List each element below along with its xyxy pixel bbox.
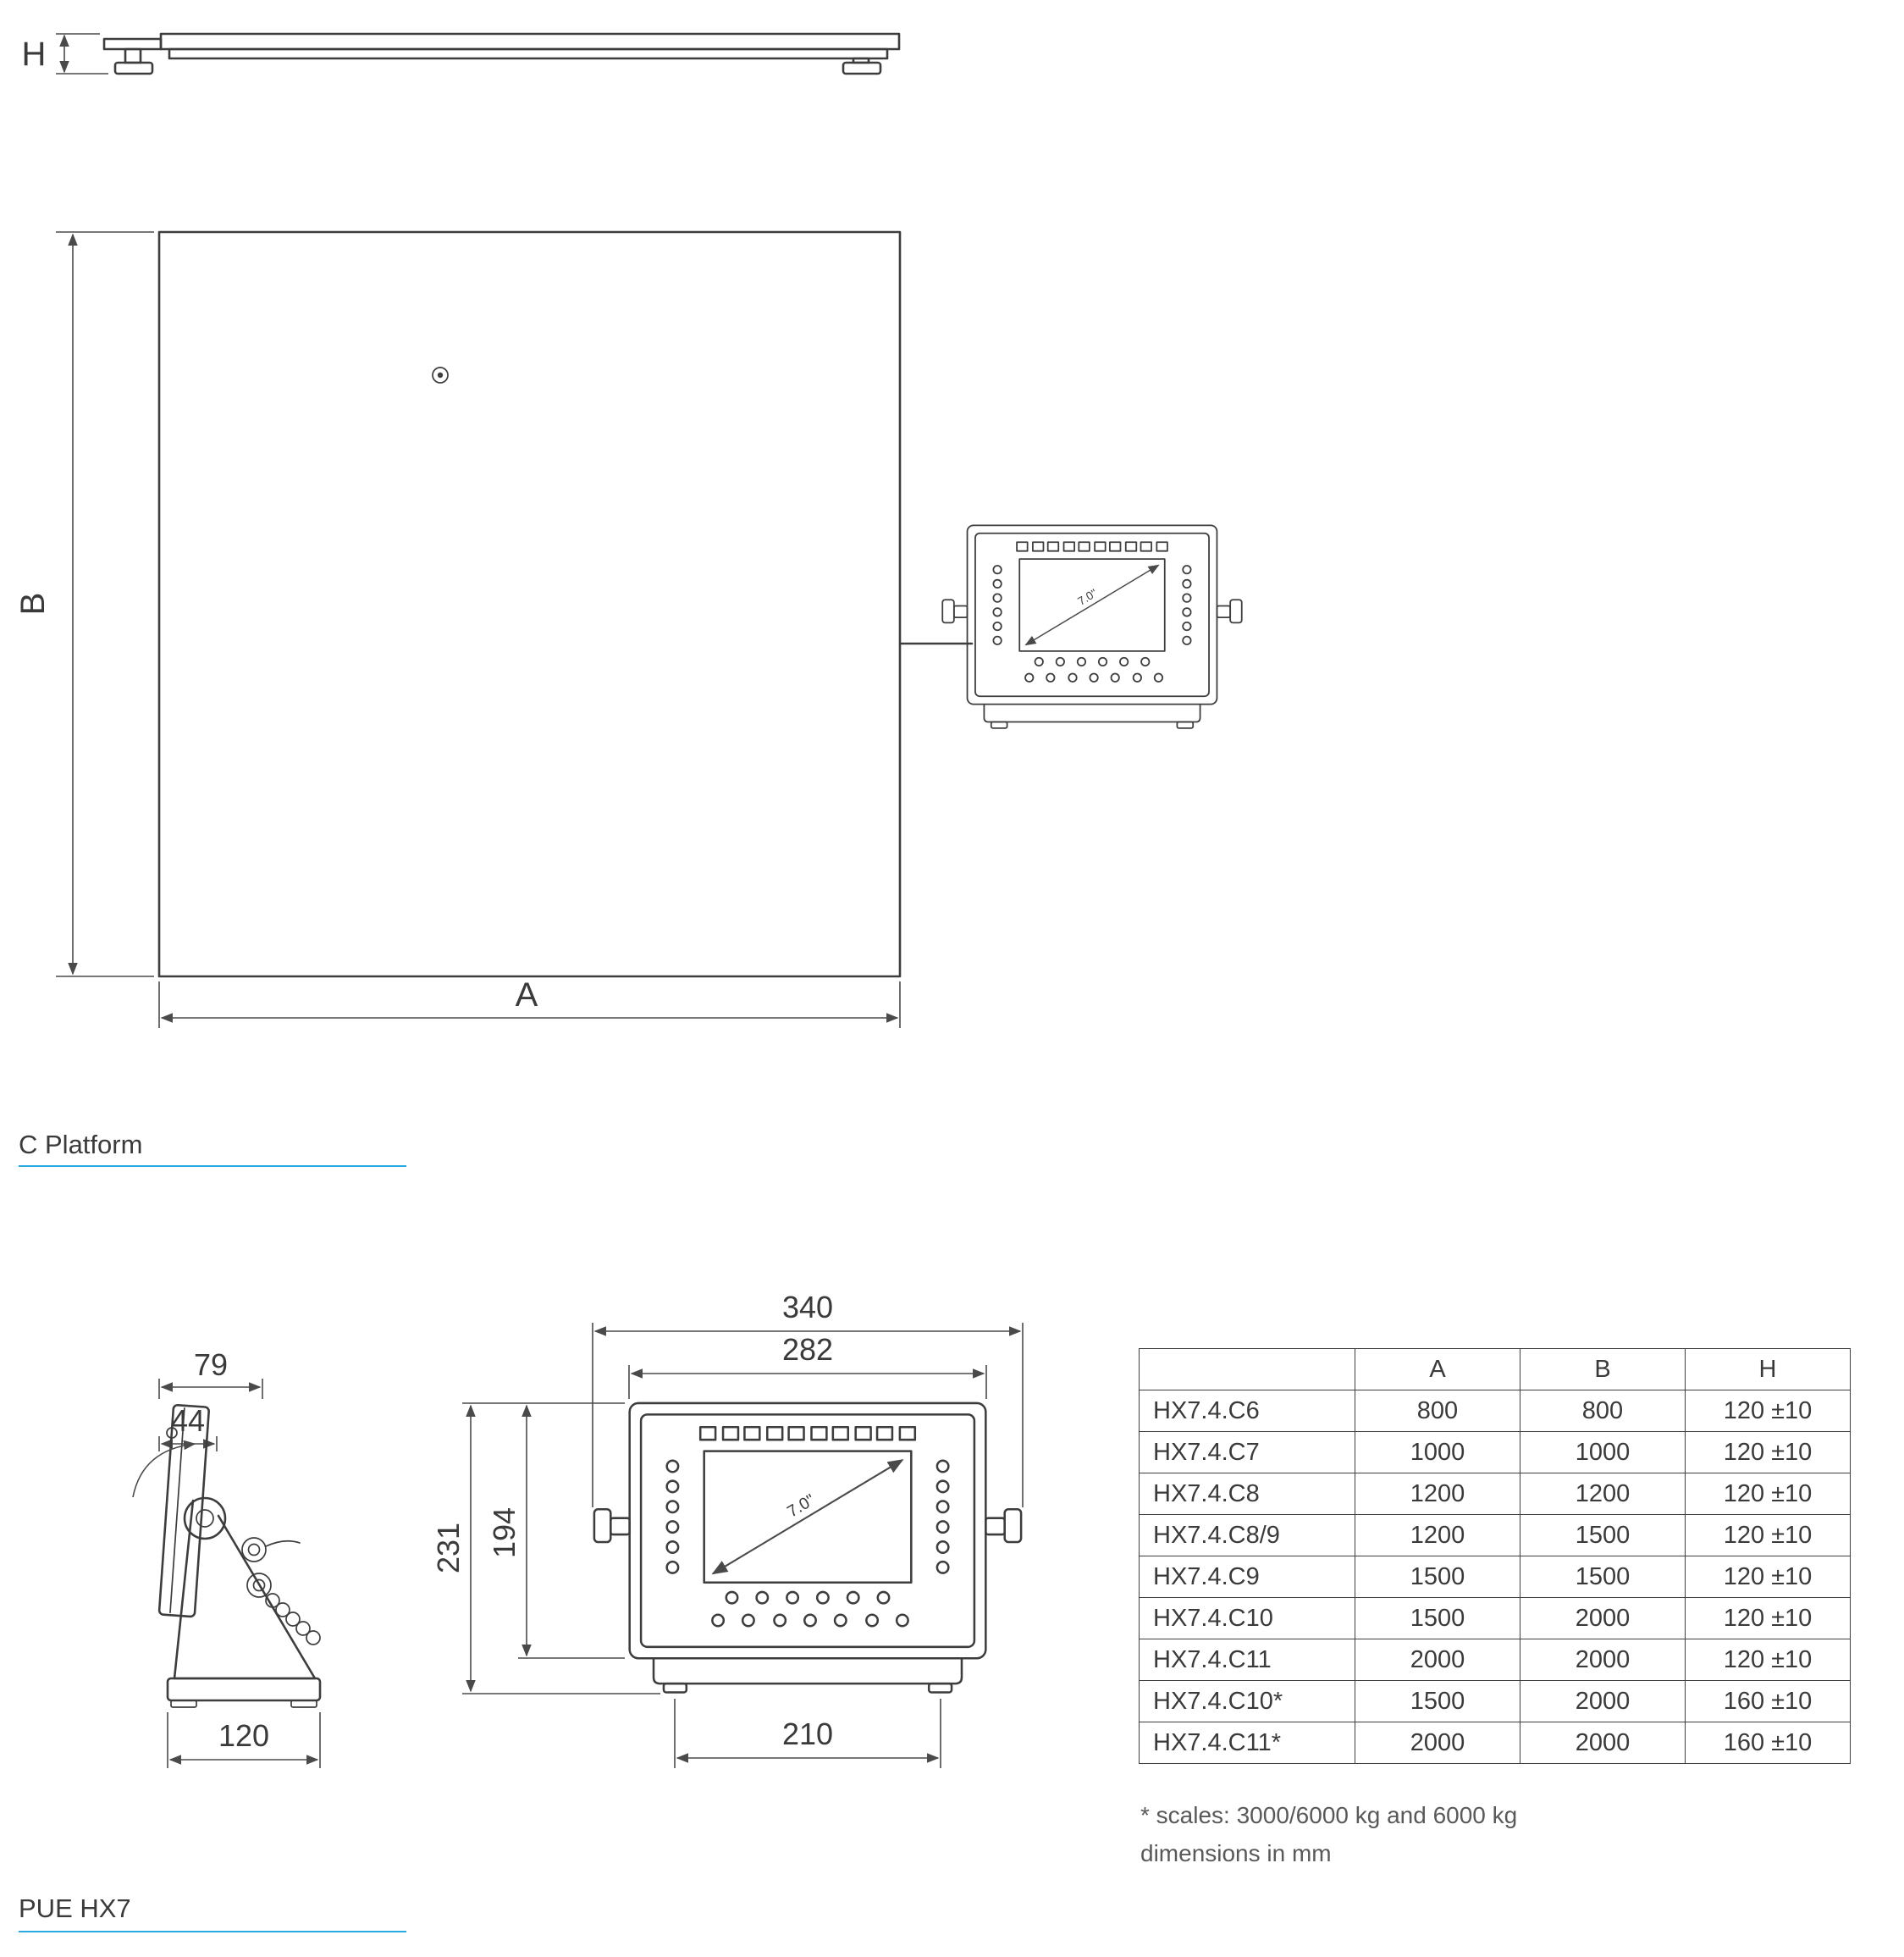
indicator-front-view: 340 282 231 194 (431, 1290, 1024, 1768)
table-row: HX7.4.C7 1000 1000 120 ±10 (1139, 1431, 1851, 1473)
cell-a: 2000 (1355, 1722, 1520, 1764)
table-header-b: B (1520, 1348, 1686, 1390)
dimension-231: 231 (431, 1402, 660, 1694)
cell-model: HX7.4.C8/9 (1139, 1514, 1355, 1556)
dimension-194: 194 (487, 1404, 625, 1659)
dimensions-table: A B H HX7.4.C6 800 800 120 ±10 HX7.4.C7 … (1139, 1348, 1851, 1764)
section-label-c-platform: C Platform (19, 1130, 143, 1159)
indicator-side-view: 79 44 (132, 1347, 322, 1768)
table-row: HX7.4.C11 2000 2000 120 ±10 (1139, 1639, 1851, 1681)
display-head-profile (157, 1403, 210, 1618)
connector-icons (241, 1537, 301, 1598)
cell-b: 2000 (1520, 1597, 1686, 1639)
table-row: HX7.4.C9 1500 1500 120 ±10 (1139, 1556, 1851, 1598)
cell-b: 2000 (1520, 1639, 1686, 1681)
table-row: HX7.4.C10* 1500 2000 160 ±10 (1139, 1680, 1851, 1722)
stand-foot-right (290, 1700, 317, 1708)
cell-b: 1500 (1520, 1556, 1686, 1598)
cell-h: 120 ±10 (1685, 1639, 1851, 1681)
cell-model: HX7.4.C8 (1139, 1473, 1355, 1515)
dim-label-H: H (22, 36, 47, 73)
dimension-210: 210 (674, 1699, 941, 1768)
dim-label-44: 44 (171, 1403, 205, 1438)
dim-label-210: 210 (782, 1717, 833, 1751)
cell-b: 1500 (1520, 1514, 1686, 1556)
table-header-model (1139, 1348, 1355, 1390)
cell-a: 1500 (1355, 1597, 1520, 1639)
dimensions-table-wrap: A B H HX7.4.C6 800 800 120 ±10 HX7.4.C7 … (1139, 1348, 1851, 1764)
dimension-120: 120 (167, 1712, 321, 1768)
cell-model: HX7.4.C9 (1139, 1556, 1355, 1598)
section-underline-pue-hx7 (19, 1931, 406, 1932)
indicator-front-face (594, 1403, 1021, 1693)
cell-h: 120 ±10 (1685, 1473, 1851, 1515)
cell-h: 120 ±10 (1685, 1431, 1851, 1473)
cell-b: 2000 (1520, 1680, 1686, 1722)
dim-label-231: 231 (431, 1523, 466, 1573)
table-header-h: H (1685, 1348, 1851, 1390)
dim-label-194: 194 (487, 1507, 522, 1558)
head-screw-icon (166, 1427, 178, 1439)
dimension-H: H (22, 33, 108, 75)
cell-h: 120 ±10 (1685, 1390, 1851, 1432)
footnote-units: dimensions in mm (1140, 1839, 1332, 1866)
cell-model: HX7.4.C11 (1139, 1639, 1355, 1681)
stand-base (166, 1677, 322, 1702)
cell-model: HX7.4.C11* (1139, 1722, 1355, 1764)
cell-b: 800 (1520, 1390, 1686, 1432)
dim-label-B: B (14, 593, 52, 616)
cell-a: 1000 (1355, 1431, 1520, 1473)
cell-a: 1200 (1355, 1473, 1520, 1515)
dim-label-340: 340 (782, 1290, 833, 1324)
table-row: HX7.4.C8/9 1200 1500 120 ±10 (1139, 1514, 1851, 1556)
cell-h: 120 ±10 (1685, 1514, 1851, 1556)
table-row: HX7.4.C8 1200 1200 120 ±10 (1139, 1473, 1851, 1515)
platform-deck (157, 230, 902, 978)
table-row: HX7.4.C6 800 800 120 ±10 (1139, 1390, 1851, 1432)
footnotes: * scales: 3000/6000 kg and 6000 kg dimen… (1140, 1797, 1517, 1873)
cell-a: 1200 (1355, 1514, 1520, 1556)
cell-b: 2000 (1520, 1722, 1686, 1764)
cell-a: 1500 (1355, 1556, 1520, 1598)
cell-h: 160 ±10 (1685, 1680, 1851, 1722)
platform-top-view: B A (14, 230, 1242, 1028)
stand-foot-left (170, 1700, 197, 1708)
cell-b: 1200 (1520, 1473, 1686, 1515)
cell-model: HX7.4.C6 (1139, 1390, 1355, 1432)
level-indicator-icon (432, 367, 449, 384)
cell-a: 1500 (1355, 1680, 1520, 1722)
cell-model: HX7.4.C10* (1139, 1680, 1355, 1722)
cell-model: HX7.4.C7 (1139, 1431, 1355, 1473)
dim-label-282: 282 (782, 1332, 833, 1367)
section-label-pue-hx7: PUE HX7 (19, 1893, 131, 1923)
table-header-row: A B H (1139, 1348, 1851, 1390)
dim-label-79: 79 (194, 1347, 228, 1382)
table-row: HX7.4.C11* 2000 2000 160 ±10 (1139, 1722, 1851, 1764)
tilt-arc (132, 1440, 196, 1498)
dim-label-A: A (516, 976, 538, 1014)
cell-a: 2000 (1355, 1639, 1520, 1681)
dimension-A: A (158, 976, 901, 1028)
dim-label-120: 120 (218, 1718, 269, 1753)
coiled-cable-icon (265, 1593, 321, 1645)
pivot-knob-icon (183, 1496, 227, 1540)
cell-h: 120 ±10 (1685, 1597, 1851, 1639)
dimension-282: 282 (628, 1332, 987, 1399)
table-header-a: A (1355, 1348, 1520, 1390)
footnote-scales: * scales: 3000/6000 kg and 6000 kg (1140, 1802, 1518, 1828)
cell-a: 800 (1355, 1390, 1520, 1432)
cell-b: 1000 (1520, 1431, 1686, 1473)
table-row: HX7.4.C10 1500 2000 120 ±10 (1139, 1597, 1851, 1639)
cell-h: 120 ±10 (1685, 1556, 1851, 1598)
cell-h: 160 ±10 (1685, 1722, 1851, 1764)
platform-side-view: H (22, 32, 901, 75)
section-underline-c-platform (19, 1165, 406, 1167)
dimension-340: 340 (592, 1290, 1024, 1507)
dimension-B: B (14, 231, 154, 977)
attached-indicator (942, 525, 1241, 727)
dimension-79: 79 (158, 1347, 263, 1399)
cell-model: HX7.4.C10 (1139, 1597, 1355, 1639)
